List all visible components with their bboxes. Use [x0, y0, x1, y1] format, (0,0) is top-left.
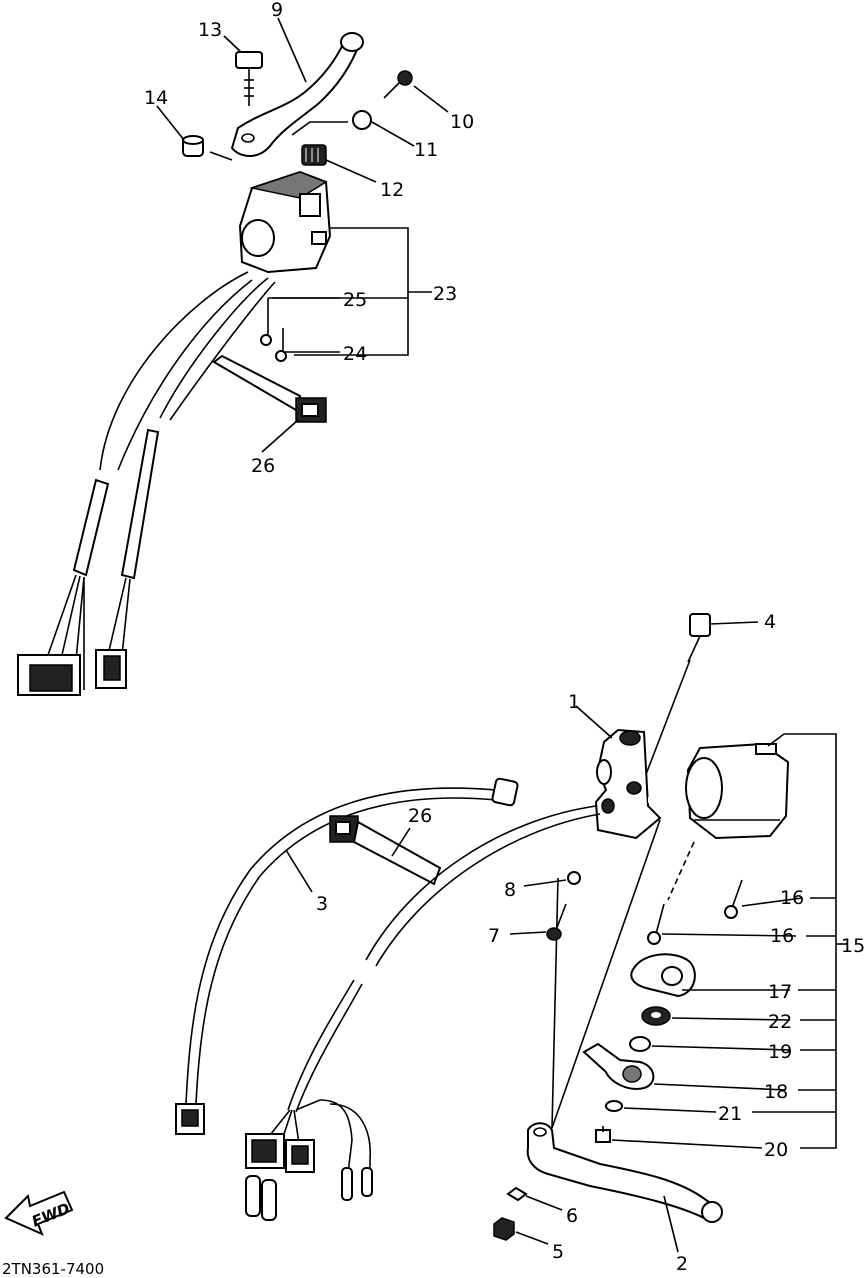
diagram-code: 2TN361-7400 [2, 1260, 104, 1278]
callout-9: 9 [271, 0, 283, 21]
callout-3: 3 [316, 893, 328, 915]
callout-5: 5 [552, 1241, 564, 1263]
throttle-cable-guide [630, 953, 696, 998]
washer-8 [567, 871, 581, 885]
callout-16-upper: 16 [780, 887, 804, 909]
holder-screw-7 [546, 903, 567, 941]
callout-25: 25 [343, 289, 367, 311]
callout-4: 4 [764, 611, 776, 633]
lock-nut [352, 110, 372, 130]
right-handlebar-assembly [175, 613, 848, 1241]
cable-tie-lower [329, 815, 442, 886]
callout-18: 18 [764, 1081, 788, 1103]
callout-2: 2 [676, 1253, 688, 1275]
callout-15: 15 [841, 935, 865, 957]
switch-screw-upper [724, 879, 743, 919]
callout-7: 7 [488, 925, 500, 947]
callout-20: 20 [764, 1139, 788, 1161]
forward-direction-arrow: FWD [4, 1190, 74, 1236]
callout-23: 23 [433, 283, 457, 305]
adjust-screw [383, 70, 413, 99]
brake-lever [526, 1122, 723, 1223]
callout-11: 11 [414, 139, 438, 161]
screw-20 [595, 1126, 611, 1143]
clutch-lever [230, 32, 364, 157]
handlebar-switch-left [238, 170, 332, 274]
cable-tie [212, 354, 327, 423]
callout-21: 21 [718, 1103, 742, 1125]
throttle-cable [175, 777, 519, 1135]
callout-8: 8 [504, 879, 516, 901]
callout-24: 24 [343, 343, 367, 365]
washer-21 [605, 1100, 623, 1112]
pivot-bolt [235, 51, 263, 106]
washer-22 [641, 1006, 671, 1026]
right-switch-harness [245, 805, 601, 1221]
cam-18 [582, 1042, 655, 1090]
callout-10: 10 [450, 111, 474, 133]
callout-14: 14 [144, 87, 168, 109]
bushing-6 [506, 1186, 528, 1202]
housing-screw-long [260, 298, 272, 346]
callout-22: 22 [768, 1011, 792, 1033]
nut-5 [493, 1217, 515, 1241]
callout-17: 17 [768, 981, 792, 1003]
callout-6: 6 [566, 1205, 578, 1227]
handlebar-switch-right [685, 742, 790, 840]
callout-13: 13 [198, 19, 222, 41]
collar [182, 135, 204, 157]
spacer-19 [629, 1036, 651, 1052]
return-spring [301, 144, 327, 166]
holder-bolt [687, 613, 711, 663]
housing-screw-short [275, 328, 287, 362]
left-handlebar-switch-assembly [17, 32, 432, 696]
callout-labels: 9 13 14 10 11 12 23 25 24 26 4 1 26 3 8 … [144, 0, 865, 1275]
callout-12: 12 [380, 179, 404, 201]
callout-26-upper: 26 [251, 455, 275, 477]
callout-16-lower: 16 [770, 925, 794, 947]
left-switch-harness [17, 271, 276, 696]
switch-screw-lower [647, 903, 665, 945]
callout-19: 19 [768, 1041, 792, 1063]
callout-1: 1 [568, 691, 580, 713]
lever-holder [594, 728, 662, 840]
callout-26-lower: 26 [408, 805, 432, 827]
